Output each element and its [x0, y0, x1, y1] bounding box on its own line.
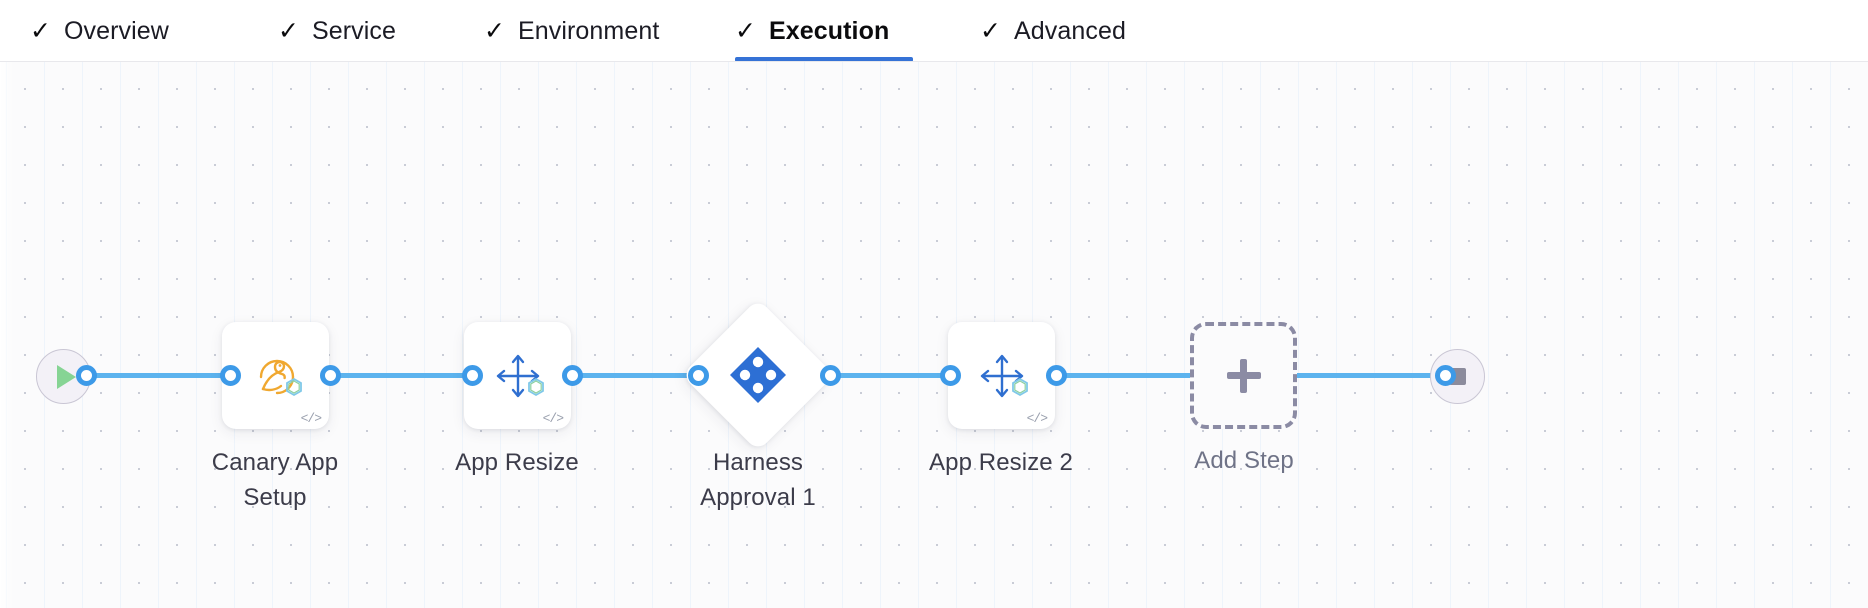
- connector-port[interactable]: [940, 365, 961, 386]
- connector-port[interactable]: [1046, 365, 1067, 386]
- connector-line: [86, 373, 231, 378]
- connector-port[interactable]: [688, 365, 709, 386]
- tab-overview[interactable]: ✓ Overview: [30, 0, 208, 62]
- step-label-canary-app-setup: Canary App Setup: [160, 445, 390, 515]
- check-icon: ✓: [30, 16, 51, 45]
- active-tab-indicator: [735, 57, 913, 62]
- step-label-line: App Resize: [455, 449, 579, 476]
- tab-execution[interactable]: ✓ Execution: [735, 0, 913, 62]
- step-badge-hexagon: [526, 377, 546, 402]
- connector-line: [572, 373, 698, 378]
- connector-line: [1295, 373, 1445, 378]
- add-step-label: Add Step: [1129, 443, 1359, 478]
- play-icon: [57, 364, 76, 389]
- tab-label: Advanced: [1013, 16, 1126, 45]
- check-icon: ✓: [735, 16, 756, 45]
- connector-port[interactable]: [1435, 365, 1456, 386]
- step-label-line: App Resize 2: [929, 449, 1073, 476]
- execution-flow: </> Canary App Setup: [0, 62, 1868, 608]
- tab-label: Overview: [63, 16, 169, 45]
- step-badge-hexagon: [284, 377, 304, 402]
- step-label-app-resize: App Resize: [402, 445, 632, 480]
- connector-line: [1055, 373, 1200, 378]
- connector-port[interactable]: [76, 365, 97, 386]
- pipeline-canvas[interactable]: </> Canary App Setup: [0, 62, 1868, 608]
- step-label-line: Setup: [243, 484, 307, 511]
- connector-port[interactable]: [462, 365, 483, 386]
- check-icon: ✓: [484, 16, 505, 45]
- add-step-button[interactable]: [1190, 322, 1297, 429]
- tab-label: Environment: [517, 16, 660, 45]
- step-label-line: Harness: [712, 449, 804, 476]
- step-badge-hexagon: [1010, 377, 1030, 402]
- add-step-label-text: Add Step: [1194, 447, 1294, 474]
- connector-port[interactable]: [220, 365, 241, 386]
- check-icon: ✓: [278, 16, 299, 45]
- tab-advanced[interactable]: ✓ Advanced: [980, 0, 1148, 62]
- step-node-app-resize-2[interactable]: </>: [948, 322, 1055, 429]
- tab-service[interactable]: ✓ Service: [278, 0, 421, 62]
- tab-label: Service: [311, 16, 397, 45]
- code-tag-icon: </>: [1026, 411, 1048, 426]
- connector-port[interactable]: [320, 365, 341, 386]
- wizard-tab-bar: ✓ Overview ✓ Service ✓ Environment ✓ Exe…: [0, 0, 1868, 62]
- step-label-app-resize-2: App Resize 2: [886, 445, 1116, 480]
- tab-environment[interactable]: ✓ Environment: [484, 0, 684, 62]
- step-label-harness-approval-1: Harness Approval 1: [643, 445, 873, 515]
- check-icon: ✓: [980, 16, 1001, 45]
- step-label-line: Canary App: [211, 449, 339, 476]
- harness-diamond-icon: [704, 321, 812, 429]
- connector-port[interactable]: [820, 365, 841, 386]
- connector-port[interactable]: [562, 365, 583, 386]
- plus-icon: [1240, 358, 1247, 393]
- connector-line: [828, 373, 958, 378]
- resize-arrows-icon: [948, 322, 1055, 429]
- resize-arrows-icon: [464, 322, 571, 429]
- connector-line: [330, 373, 476, 378]
- code-tag-icon: </>: [300, 411, 322, 426]
- code-tag-icon: </>: [542, 411, 564, 426]
- tab-label: Execution: [768, 16, 890, 45]
- step-label-line: Approval 1: [700, 484, 816, 511]
